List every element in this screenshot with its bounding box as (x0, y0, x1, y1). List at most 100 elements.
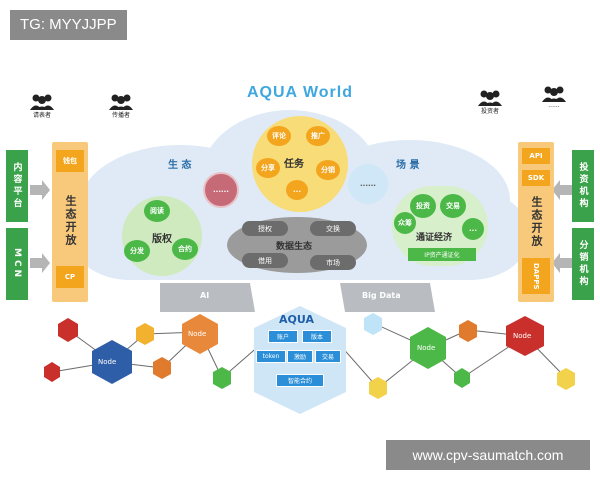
task-label: 任务 (284, 159, 304, 170)
task-item-label: 评论 (272, 132, 286, 140)
diagram-title: AQUA World (247, 84, 353, 101)
aqua-button-account: 账户 (268, 330, 298, 343)
node-label-center-right: Node (417, 344, 436, 352)
ip-asset-label: IP资产通证化 (424, 252, 460, 259)
investor-org-bar: 投资机构 (572, 150, 594, 222)
copyright-item: 合约 (172, 238, 198, 260)
token-item: 投资 (410, 194, 436, 218)
copyright-label: 版权 (152, 234, 172, 245)
cp-tag: CP (56, 266, 84, 288)
person-others-label: ...... (548, 102, 560, 109)
task-item-label: 分销 (321, 166, 335, 174)
data-pill-label: 借用 (258, 256, 272, 265)
eco-open-bar-right: API SDK 生态开放 DAPPS (518, 142, 554, 302)
ai-label: AI (200, 291, 210, 300)
ai-platform (160, 283, 255, 312)
aqua-button-version: 版本 (302, 330, 332, 343)
investor-org-label: 投资机构 (577, 162, 588, 210)
people-icon (109, 94, 133, 110)
token-eco-label: 通证经济 (416, 233, 453, 243)
aqua-button-incentive: 激励 (287, 350, 313, 363)
data-pill: 借用 (242, 253, 288, 268)
people-icon (542, 86, 566, 102)
task-item-label: 推广 (311, 132, 325, 140)
dots-left-label: ...... (213, 186, 229, 194)
aqua-button-label: token (262, 353, 280, 360)
eco-open-label-right: 生态开放 (530, 196, 543, 248)
data-pill-label: 授权 (258, 224, 272, 233)
eco-open-label-left: 生态开放 (64, 195, 77, 247)
scene-label: 场 景 (396, 160, 420, 171)
distributor-org-label: 分销机构 (577, 240, 588, 288)
aqua-button-label: 激励 (293, 354, 306, 361)
watermark-top: TG: MYYJJPP (10, 10, 127, 40)
task-item: 分享 (256, 158, 280, 178)
people-icon (478, 90, 502, 106)
token-item-label: ... (469, 225, 477, 233)
node-hexagon-right (506, 316, 544, 356)
node-label-right: Node (513, 332, 532, 340)
data-pill: 授权 (242, 221, 288, 236)
aqua-button-label: 智能合约 (287, 378, 312, 385)
person-spreader-label: 传播者 (111, 112, 130, 119)
person-requester: 请表者 (22, 94, 62, 119)
arrows (30, 180, 572, 273)
copyright-item-label: 合约 (178, 245, 192, 253)
person-investor-label: 投资者 (480, 108, 499, 115)
task-item: ... (286, 180, 308, 200)
node-hexagon-left (92, 340, 132, 384)
node-label-left: Node (98, 358, 117, 366)
mcn-bar: MCN (6, 228, 28, 300)
token-item-label: 投资 (416, 202, 430, 210)
copyright-item-label: 阅读 (150, 207, 164, 215)
eco-open-bar-left: 钱包 生态开放 CP (52, 142, 88, 302)
ip-asset-bar: IP资产通证化 (408, 248, 476, 261)
data-eco-label: 数据生态 (276, 242, 313, 252)
aqua-button-label: 账户 (276, 334, 289, 341)
copyright-item: 分发 (124, 240, 150, 262)
content-platform-bar: 内容平台 (6, 150, 28, 222)
data-pill-label: 交换 (326, 224, 340, 233)
token-item-label: 众筹 (398, 219, 412, 227)
aqua-button-smart-contract: 智能合约 (276, 374, 324, 387)
task-item: 推广 (306, 126, 330, 146)
data-pill-label: 市场 (326, 258, 340, 267)
copyright-item: 阅读 (144, 200, 170, 222)
data-pill: 交换 (310, 221, 356, 236)
node-hexagon-center-right (410, 327, 446, 369)
person-others: ...... (534, 86, 574, 109)
node-label-center-left: Node (188, 330, 207, 338)
sdk-tag: SDK (522, 170, 550, 186)
dots-bubble-right: ...... (348, 164, 388, 204)
dots-right-label: ...... (360, 180, 376, 188)
token-item: ... (462, 218, 484, 240)
people-icon (30, 94, 54, 110)
data-pill: 市场 (310, 255, 356, 270)
bigdata-label: Big Data (362, 291, 401, 300)
person-requester-label: 请表者 (32, 112, 51, 119)
aqua-button-label: 交易 (321, 354, 334, 361)
aqua-button-token: token (256, 350, 286, 363)
token-item: 众筹 (394, 212, 416, 234)
wallet-tag: 钱包 (56, 150, 84, 172)
dots-bubble-left: ...... (203, 172, 239, 208)
dapps-tag: DAPPS (522, 258, 550, 294)
network-hexagons (44, 313, 575, 399)
token-item-label: 交易 (446, 202, 460, 210)
api-tag: API (522, 148, 550, 164)
bigdata-platform (340, 283, 435, 312)
watermark-bottom: www.cpv-saumatch.com (386, 440, 590, 470)
person-investor: 投资者 (470, 90, 510, 115)
distributor-org-bar: 分销机构 (572, 228, 594, 300)
aqua-button-label: 版本 (310, 334, 323, 341)
task-item-label: 分享 (261, 164, 275, 172)
node-hexagon-center-left (182, 314, 218, 354)
aqua-button-trade: 交易 (315, 350, 341, 363)
mcn-label: MCN (12, 247, 22, 281)
task-item: 评论 (267, 126, 291, 146)
eco-label: 生 态 (168, 160, 192, 171)
task-item-label: ... (293, 186, 301, 194)
token-item: 交易 (440, 194, 466, 218)
person-spreader: 传播者 (101, 94, 141, 119)
